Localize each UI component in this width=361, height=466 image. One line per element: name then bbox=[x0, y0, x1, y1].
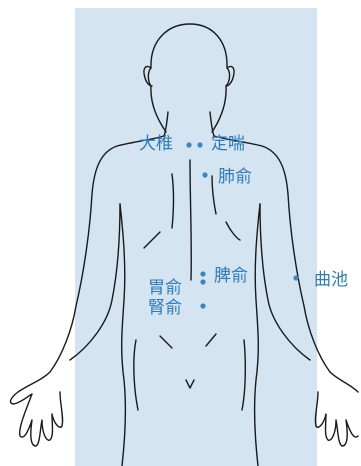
acupoint-label-shenshu: 腎俞 bbox=[148, 298, 182, 318]
acupoint-label-quchi: 曲池 bbox=[314, 270, 348, 290]
left-hand bbox=[11, 372, 63, 446]
background-panel bbox=[75, 8, 317, 466]
acupoint-label-weishu: 胃俞 bbox=[148, 278, 182, 298]
acupoint-dot-feishu bbox=[202, 172, 207, 177]
acupoint-dot-shenshu bbox=[200, 303, 205, 308]
acupoint-dot-weishu bbox=[200, 279, 205, 284]
acupoint-dot-dazhui bbox=[186, 142, 191, 147]
right-hand bbox=[315, 372, 358, 446]
acupoint-dot-quchi bbox=[293, 275, 298, 280]
acupoint-dot-dingchuan bbox=[197, 142, 202, 147]
acupoint-dot-pishu bbox=[200, 271, 205, 276]
acupoint-label-dazhui: 大椎 bbox=[139, 134, 173, 154]
acupoint-label-pishu: 脾俞 bbox=[214, 266, 248, 286]
acupoint-label-dingchuan: 定喘 bbox=[211, 134, 245, 154]
acupoint-label-feishu: 肺俞 bbox=[218, 167, 252, 187]
